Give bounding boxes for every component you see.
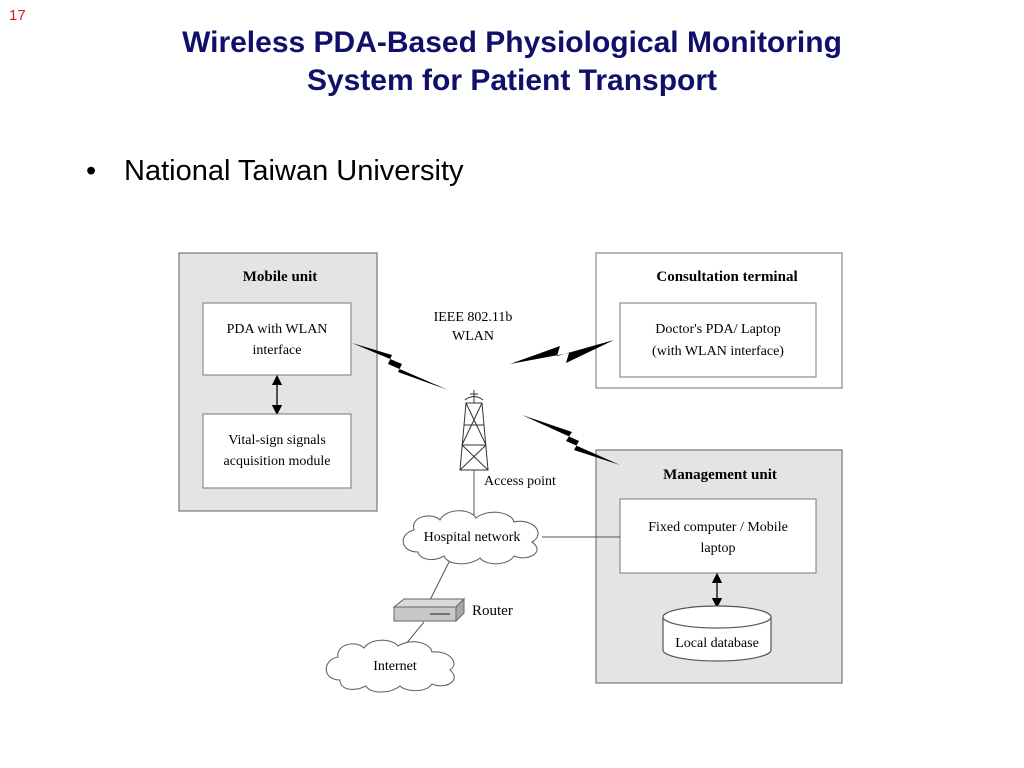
wireless-link-management-icon [522,415,620,465]
pda-label-line-2: interface [253,343,302,358]
vital-label-line-2: acquisition module [224,454,331,469]
bullet-text: National Taiwan University [124,155,464,187]
router-label: Router [472,603,513,619]
database-cylinder [662,605,772,662]
wlan-label-line-1: IEEE 802.11b [434,310,513,325]
wireless-link-mobile-icon [352,343,448,390]
computer-label-line-2: laptop [701,541,736,556]
router-icon [392,597,466,623]
slide-title: Wireless PDA-Based Physiological Monitor… [0,24,1024,100]
mobile-unit: Mobile unit PDA with WLAN interface Vita… [178,252,378,512]
hospital-network-label: Hospital network [424,530,521,545]
router-internet-line [404,621,425,646]
doctor-device-line-2: (with WLAN interface) [652,344,784,359]
pda-label-line-1: PDA with WLAN [227,322,328,337]
title-line-2: System for Patient Transport [306,64,718,97]
access-point-label: Access point [484,474,556,489]
bullet-item: • National Taiwan University [86,155,464,188]
management-unit: Management unit Fixed computer / Mobile … [595,449,843,684]
internet-cloud-icon [325,639,455,693]
mobile-unit-title: Mobile unit [243,269,318,285]
access-point-tower-icon [459,390,489,471]
network-router-line [429,555,453,601]
slide-number: 17 [9,7,26,24]
wireless-link-consultation-icon [510,340,614,364]
vital-label-line-1: Vital-sign signals [228,433,326,448]
hospital-network-cloud-icon [402,510,539,565]
consultation-terminal: Consultation terminal Doctor's PDA/ Lapt… [595,252,843,389]
management-title: Management unit [663,467,777,483]
consultation-title: Consultation terminal [656,269,797,285]
internet-label: Internet [373,659,417,674]
database-label: Local database [675,636,759,651]
wlan-label-line-2: WLAN [452,329,494,344]
computer-label-line-1: Fixed computer / Mobile [648,520,788,535]
bullet-dot: • [86,155,97,187]
doctor-device-line-1: Doctor's PDA/ Laptop [655,322,780,337]
title-line-1: Wireless PDA-Based Physiological Monitor… [182,26,842,59]
